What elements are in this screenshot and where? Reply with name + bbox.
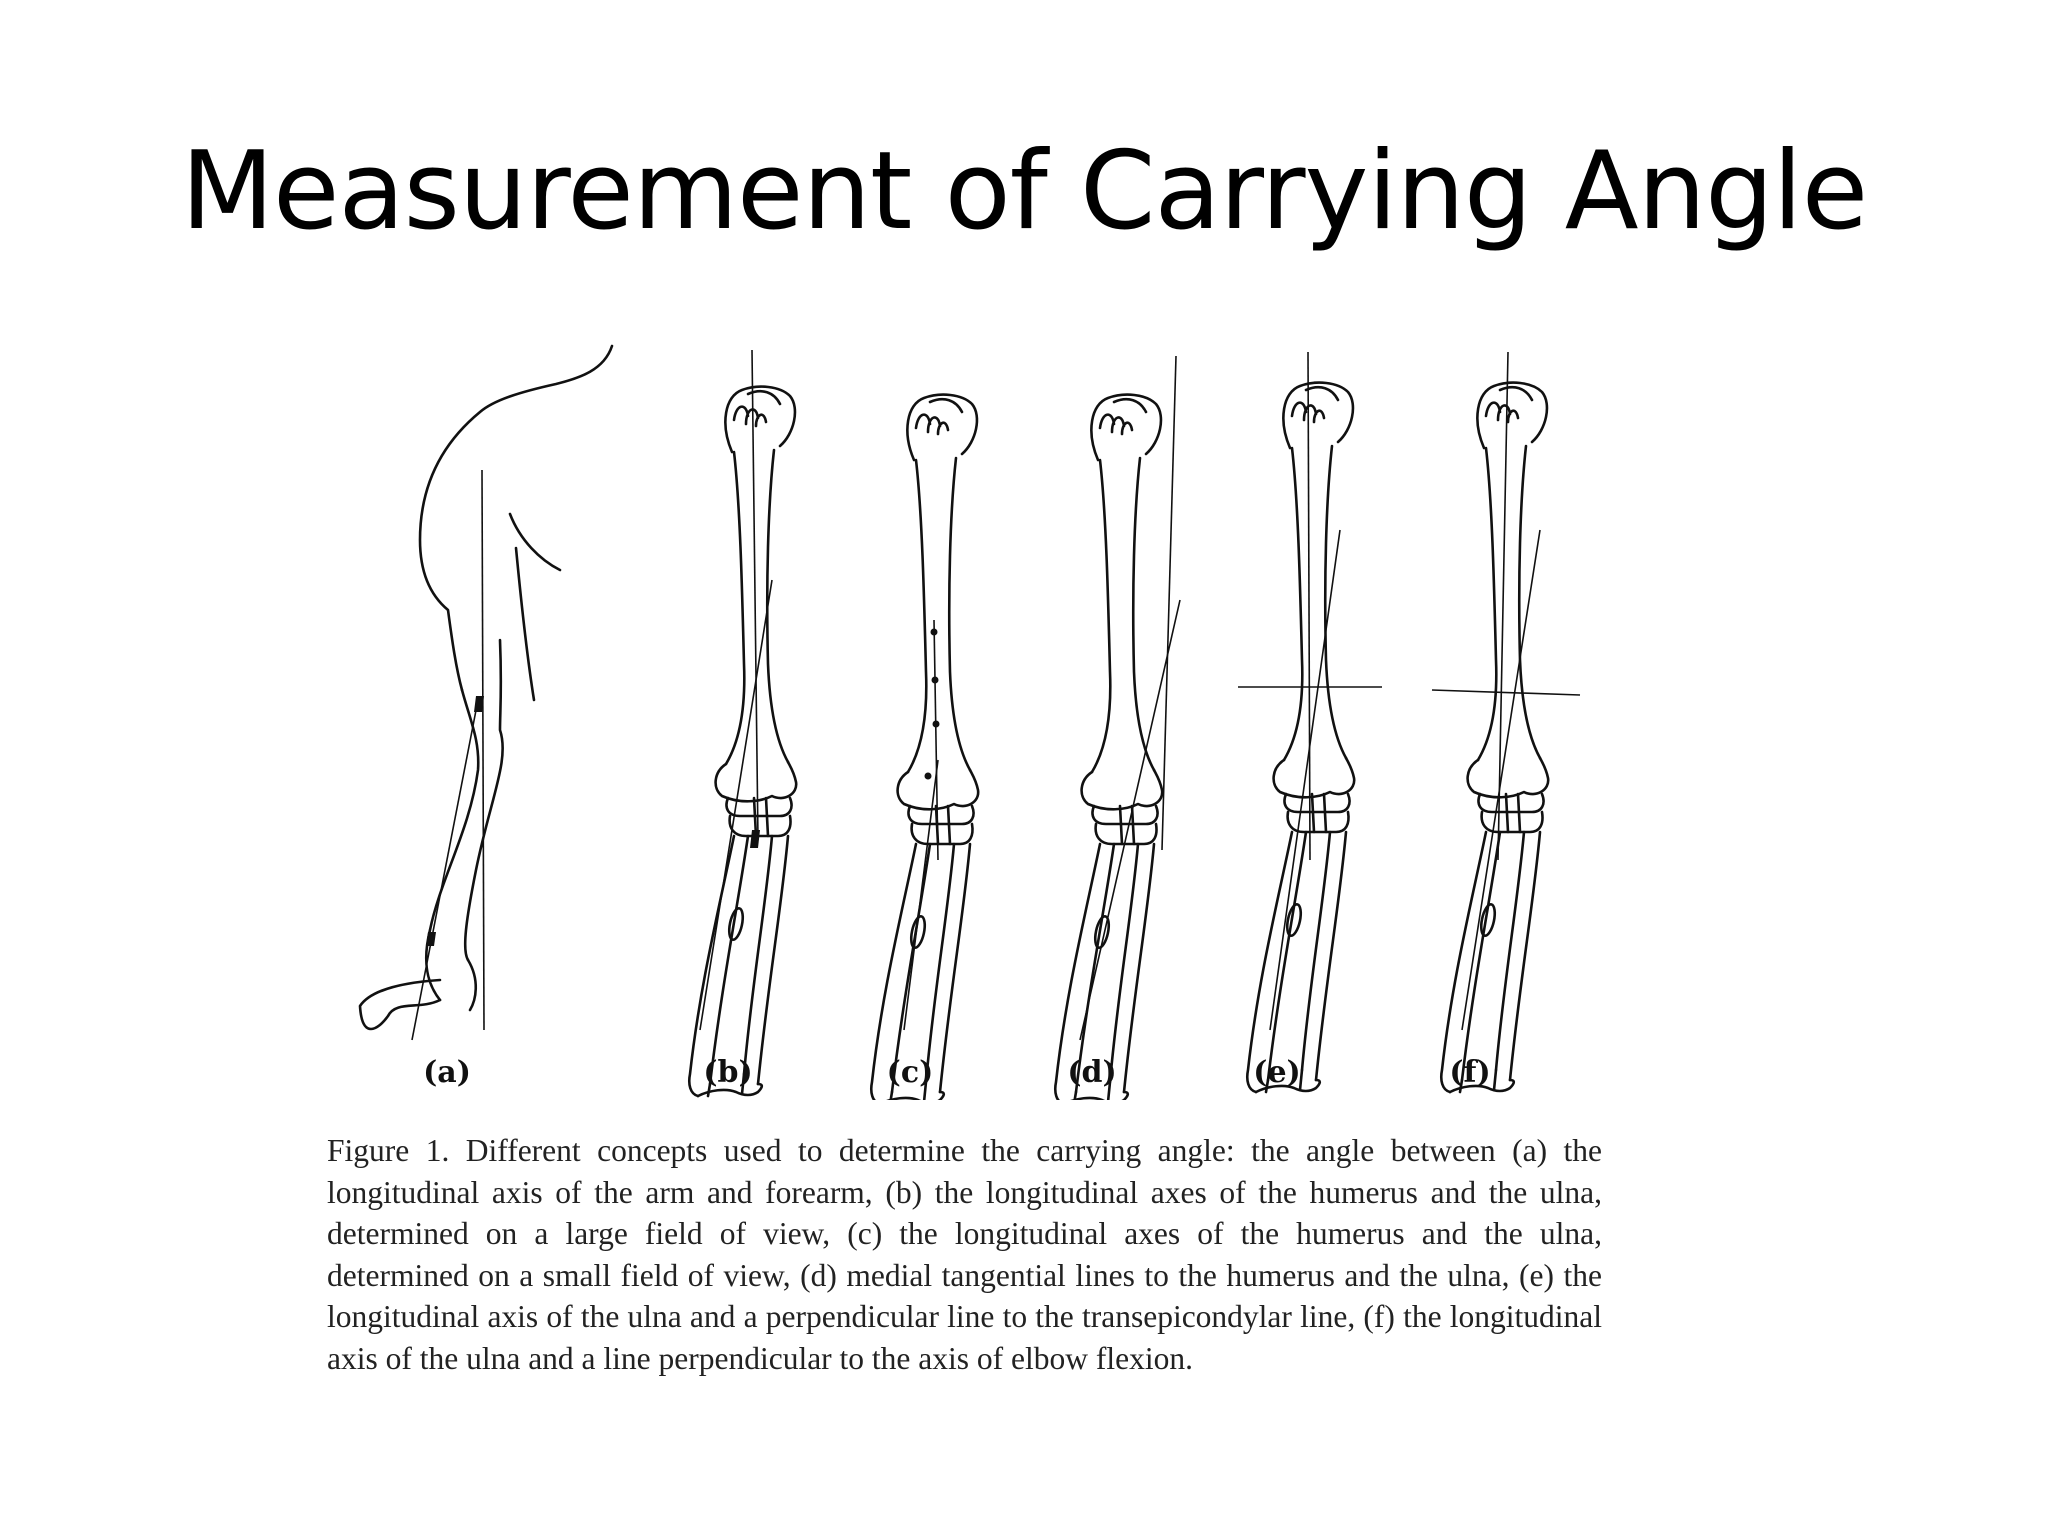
panel-label-e: (e) [1253,1055,1301,1090]
ulna-point-1 [924,772,932,780]
forearm-axis-line [411,699,479,1041]
panel-label-a: (a) [423,1055,471,1090]
humerus-point-2 [931,676,939,684]
panel-e-bones [1238,351,1382,1094]
ulna-axis-line [1269,529,1341,1031]
panel-c-bones [869,393,980,1100]
arm-medial-outline [425,688,480,1002]
panel-f-bones [1431,351,1581,1094]
chest-outline [514,546,536,702]
ulna-axis-line [1461,529,1541,1031]
panel-d-bones [1053,355,1181,1100]
ulna-axis-line [903,759,939,1031]
figure-caption: Figure 1. Different concepts used to det… [327,1133,1602,1376]
hand-outline-2 [466,958,478,1012]
humerus-axis-line [751,349,759,841]
elbow-flexion-axis-line [1431,689,1581,696]
carrying-angle-figure [358,344,1581,1100]
humerus-point-3 [932,720,940,728]
ulna-axis-line [699,579,773,1031]
perpendicular-line [1307,351,1311,861]
humerus-point-1 [930,628,938,636]
panel-a-arm [358,344,614,1041]
arm-axis-line [481,469,485,1031]
axis-marker [750,830,760,848]
panel-label-f: (f) [1449,1055,1491,1090]
medial-tangent-ulna [1079,599,1181,1041]
arm-lateral-outline [463,638,504,962]
elbow-mark [474,696,484,712]
medial-tangent-humerus [1161,355,1177,851]
panel-label-d: (d) [1067,1055,1117,1090]
wrist-mark [426,932,436,946]
hand-outline [358,978,442,1031]
shoulder-outline [418,344,614,692]
panel-label-b: (b) [703,1055,753,1090]
panel-b-bones [687,349,798,1098]
armpit-outline [508,512,562,572]
humerus-axis-line [933,619,939,861]
panel-label-c: (c) [886,1055,934,1090]
perpendicular-line [1497,351,1509,861]
slide-title: Measurement of Carrying Angle [180,129,1868,255]
